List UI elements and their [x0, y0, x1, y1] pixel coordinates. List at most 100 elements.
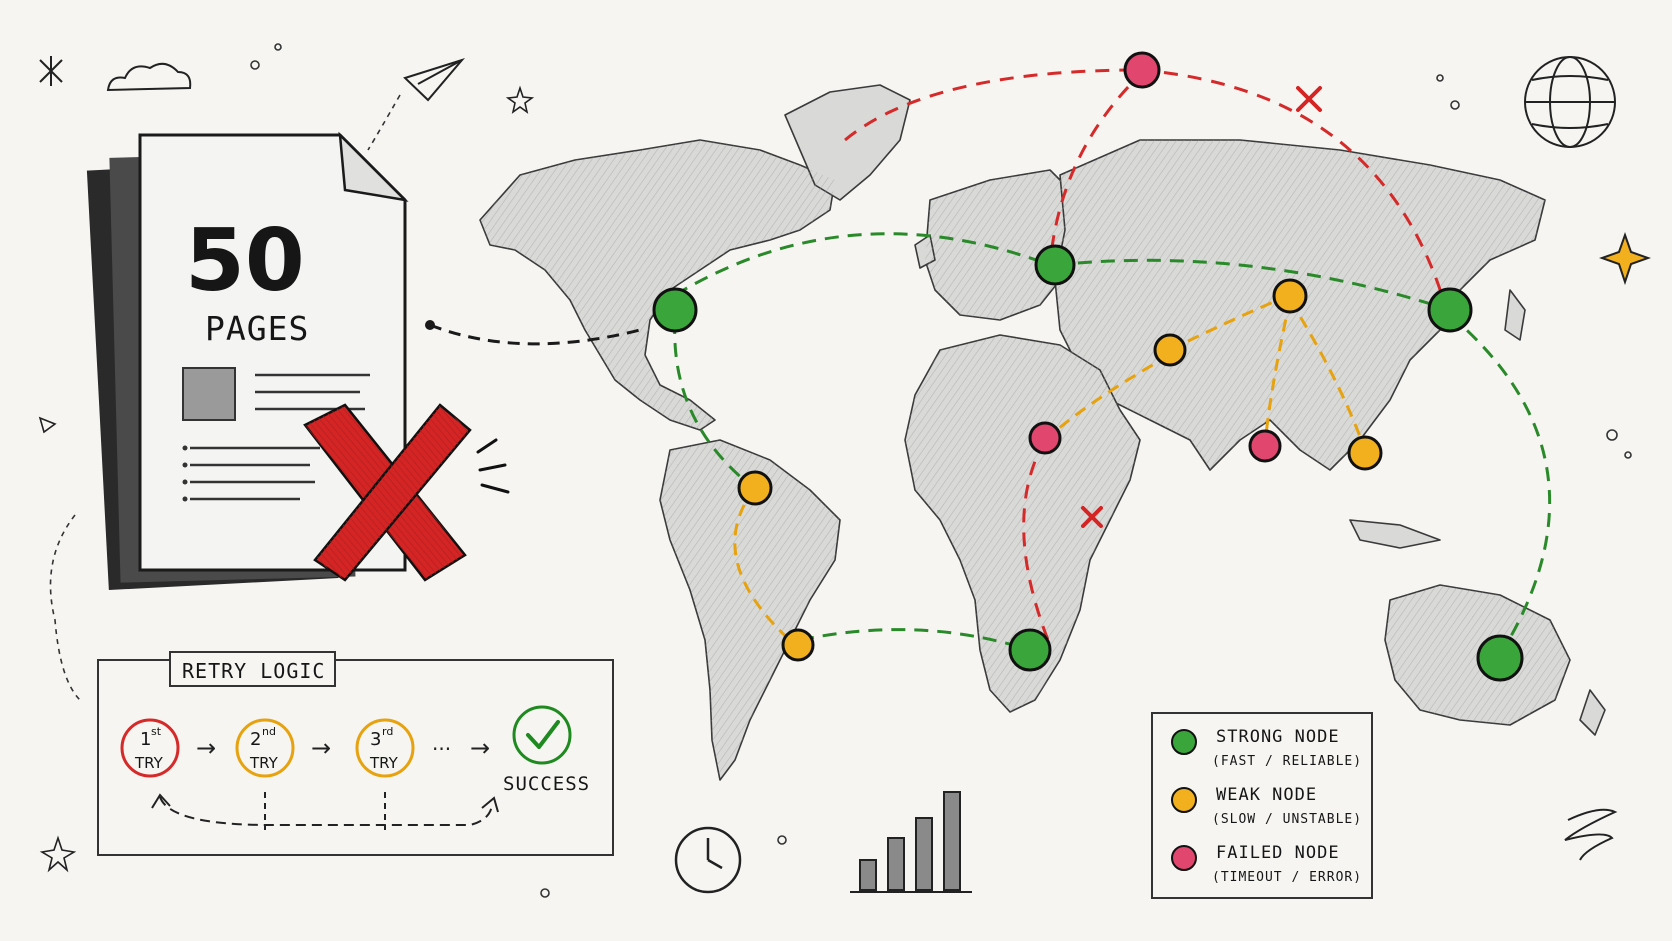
dot-doodles: [250, 43, 1632, 898]
try-step-3: [355, 718, 415, 778]
document-error-x: [303, 403, 472, 582]
small-star-icon: [39, 835, 77, 873]
legend-failed-swatch: [1171, 845, 1197, 871]
side-dashed-arrow: [49, 514, 81, 701]
legend-strong-sub: (FAST / RELIABLE): [1212, 754, 1362, 769]
try-step-2-num: 2: [250, 729, 261, 750]
small-star-icon-2: [505, 85, 535, 114]
weak-link-asia-mid: [1169, 293, 1291, 352]
sparkle-icon: [39, 56, 63, 86]
strong-link-south-atlantic: [799, 628, 1031, 652]
document-unit: PAGES: [205, 309, 309, 348]
weak-node-central-asia[interactable]: [1272, 278, 1308, 314]
strong-node-australia[interactable]: [1476, 634, 1524, 682]
retry-loop-head-left: [151, 793, 171, 809]
triangle-icon: [38, 416, 57, 434]
retry-panel-frame: [97, 659, 614, 856]
try-step-3-sup: rd: [382, 725, 393, 738]
weak-links: [733, 293, 1367, 647]
failure-x-marks: [1081, 86, 1322, 528]
bar-chart-icon: [850, 791, 972, 893]
paper-plane-icon: [403, 58, 466, 102]
retry-title-box: [169, 651, 336, 687]
try-step-2-sup: nd: [262, 725, 276, 738]
image-placeholder: [182, 367, 236, 421]
retry-loop-arrow: [159, 796, 493, 826]
try-step-3-word: TRY: [369, 754, 399, 772]
legend-failed-sub: (TIMEOUT / ERROR): [1212, 870, 1362, 885]
x-mark-north: [1296, 86, 1322, 112]
weak-link-india: [1263, 299, 1292, 446]
try-step-1-num: 1: [140, 729, 151, 750]
clock-icon: [674, 826, 742, 894]
failed-links: [844, 68, 1447, 646]
document-stack: 50 PAGES: [86, 131, 510, 591]
retry-arrow-1: →: [196, 734, 216, 762]
legend-failed-label: FAILED NODE: [1216, 843, 1340, 863]
retry-title: RETRY LOGIC: [182, 659, 325, 683]
weak-link-mideast-africa: [1044, 353, 1171, 442]
retry-arrow-3: →: [470, 734, 490, 762]
success-label: SUCCESS: [503, 773, 590, 795]
weak-link-sa: [733, 487, 797, 647]
failed-link-greenland: [844, 68, 1141, 142]
try-step-2-word: TRY: [249, 754, 279, 772]
legend-frame: [1151, 712, 1373, 899]
try-step-1: [120, 718, 180, 778]
failed-node-africa[interactable]: [1028, 421, 1062, 455]
strong-link-na-sa: [673, 319, 751, 487]
emphasis-strokes: [476, 438, 510, 494]
strong-link-eurasia: [1054, 258, 1451, 312]
globe-icon: [1524, 56, 1616, 148]
legend-weak-swatch: [1171, 787, 1197, 813]
document-count: 50: [185, 211, 305, 311]
retry-loop-head-right: [481, 796, 499, 813]
try-step-1-word: TRY: [134, 754, 164, 772]
strong-node-south-africa[interactable]: [1008, 628, 1052, 672]
check-icon: [526, 720, 560, 749]
nodes: [652, 51, 1524, 682]
document-link-dot: [425, 320, 435, 330]
strong-link-pacific: [1449, 313, 1552, 656]
legend-weak-label: WEAK NODE: [1216, 785, 1317, 805]
strong-links: [673, 232, 1552, 656]
cloud-icon: [106, 62, 192, 92]
document-link: [429, 323, 641, 346]
scribble-icon: [1564, 808, 1618, 861]
legend-strong-swatch: [1171, 729, 1197, 755]
page-fold: [338, 131, 409, 202]
strong-node-europe[interactable]: [1034, 244, 1076, 286]
legend-weak-sub: (SLOW / UNSTABLE): [1212, 812, 1362, 827]
legend-strong-label: STRONG NODE: [1216, 727, 1340, 747]
failed-link-africa: [1022, 439, 1052, 646]
failed-node-arctic[interactable]: [1123, 51, 1161, 89]
failed-link-eu-north: [1048, 68, 1147, 266]
weak-node-south-america-north[interactable]: [737, 470, 773, 506]
weak-node-south-america-south[interactable]: [781, 628, 815, 662]
island-japan: [1504, 289, 1526, 341]
try-step-3-num: 3: [370, 729, 381, 750]
retry-ellipsis: ...: [432, 731, 451, 755]
strong-node-north-america[interactable]: [652, 287, 698, 333]
retry-arrow-2: →: [311, 734, 331, 762]
strong-link-atlantic: [674, 232, 1051, 297]
try-step-1-sup: st: [151, 725, 162, 738]
island-new-zealand: [1579, 689, 1606, 736]
x-mark-africa: [1081, 506, 1103, 528]
failed-node-india[interactable]: [1248, 429, 1282, 463]
weak-node-southeast-asia[interactable]: [1347, 435, 1383, 471]
continent-greenland: [784, 84, 911, 201]
weak-link-asia-south: [1288, 299, 1367, 451]
legend: STRONG NODE (FAST / RELIABLE) WEAK NODE …: [1151, 712, 1373, 899]
strong-node-east-asia[interactable]: [1427, 287, 1473, 333]
weak-node-middle-east[interactable]: [1153, 333, 1187, 367]
retry-logic-panel: RETRY LOGIC 1 st TRY → 2 nd TRY → 3 rd T…: [97, 651, 614, 856]
plane-trail: [367, 94, 401, 151]
island-indonesia: [1349, 519, 1441, 549]
bullet-dots: [182, 445, 188, 502]
map-shading: [480, 140, 1570, 780]
try-step-2: [235, 718, 295, 778]
star-icon: [1598, 231, 1652, 286]
success-check-circle: [512, 705, 572, 765]
